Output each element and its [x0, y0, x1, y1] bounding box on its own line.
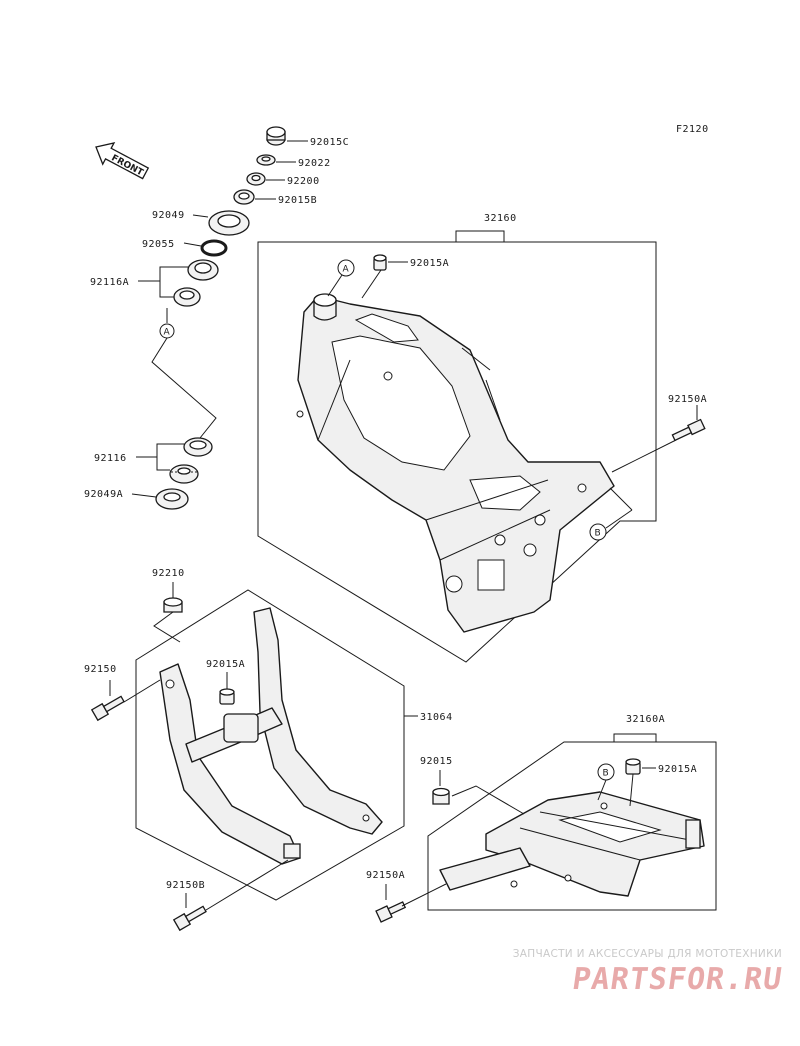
leader-line [153, 611, 181, 643]
part-label-92116a: 92116A [90, 277, 129, 288]
upper-bearing [187, 259, 219, 281]
leader-line [151, 337, 217, 439]
watermark-logo: PARTSFOR.RU [569, 962, 785, 997]
leader-line [605, 509, 633, 529]
plug-92015 [432, 787, 450, 805]
callout-b-label: B [595, 529, 601, 539]
part-label-92150b: 92150B [166, 880, 205, 891]
watermark: ЗАПЧАСТИ И АКСЕССУАРЫ ДЛЯ МОТОТЕХНИКИ PA… [512, 948, 785, 997]
steering-head-tube [313, 293, 337, 321]
stem-nut [233, 189, 255, 205]
part-label-92116: 92116 [94, 453, 127, 464]
leader-line [401, 883, 447, 907]
o-ring [200, 239, 228, 257]
washer [246, 172, 266, 186]
leader-line [131, 493, 157, 498]
figure-code: F2120 [676, 124, 709, 135]
part-label-92015a-mid: 92015A [206, 659, 245, 670]
lock-washer [256, 154, 276, 166]
leader-line [629, 773, 634, 807]
lower-race [183, 437, 213, 457]
leader-line [597, 779, 607, 801]
part-label-92022: 92022 [298, 158, 331, 169]
leader-line [327, 274, 343, 297]
part-label-92055: 92055 [142, 239, 175, 250]
frame-group-outline [257, 241, 657, 663]
rear-group-outline [427, 741, 717, 911]
part-label-92150a-low: 92150A [366, 870, 405, 881]
callout-b-circle [589, 523, 607, 541]
plug-92015a-mid [219, 688, 235, 705]
lower-bearing [169, 464, 199, 484]
part-label-92150a-right: 92150A [668, 394, 707, 405]
part-label-92150: 92150 [84, 664, 117, 675]
part-label-92015b: 92015B [278, 195, 317, 206]
callout-b-label: B [603, 769, 609, 779]
rear-subframe [439, 791, 705, 897]
leader-line [609, 487, 633, 511]
leader-bracket [455, 230, 505, 242]
lower-subframe [159, 607, 383, 865]
leader-line [192, 214, 209, 218]
leader-line [183, 242, 202, 247]
callout-a-label: A [164, 328, 171, 338]
watermark-subtitle: ЗАПЧАСТИ И АКСЕССУАРЫ ДЛЯ МОТОТЕХНИКИ [512, 948, 782, 960]
front-arrow-icon: FRONT [95, 142, 150, 180]
callout-a-circle [337, 259, 355, 277]
plug-92015a [373, 254, 387, 271]
bolt-92150a [671, 418, 706, 442]
bolt-92150b [172, 905, 207, 932]
nut-92210 [163, 597, 183, 613]
part-label-92049a: 92049A [84, 489, 123, 500]
lower-dust-seal [155, 488, 189, 510]
leader-line [451, 785, 525, 815]
part-label-92015: 92015 [420, 756, 453, 767]
part-label-92210: 92210 [152, 568, 185, 579]
leader-line [205, 859, 289, 911]
part-label-32160: 32160 [484, 213, 517, 224]
center-mount [223, 713, 259, 743]
leader-bracket [613, 733, 657, 742]
bolt-92150 [90, 695, 125, 722]
part-label-92015a-top: 92015A [410, 258, 449, 269]
leader-line [123, 679, 161, 703]
dust-seal [208, 210, 250, 236]
part-label-31064: 31064 [420, 712, 453, 723]
bolt-92150a-low [375, 901, 407, 923]
leader-line [611, 439, 677, 473]
upper-race [173, 287, 201, 307]
part-label-92049: 92049 [152, 210, 185, 221]
callout-a-label: A [343, 265, 350, 275]
part-label-92015c: 92015C [310, 137, 349, 148]
subframe-group-outline [135, 589, 405, 901]
leader-bracket [159, 266, 188, 298]
main-frame [296, 295, 615, 633]
part-label-32160a: 32160A [626, 714, 665, 725]
plug-92015a-low [625, 758, 641, 775]
steering-stem-nut [266, 126, 286, 146]
leader-line [361, 269, 382, 299]
part-label-92200: 92200 [287, 176, 320, 187]
part-label-92015a-low: 92015A [658, 764, 697, 775]
